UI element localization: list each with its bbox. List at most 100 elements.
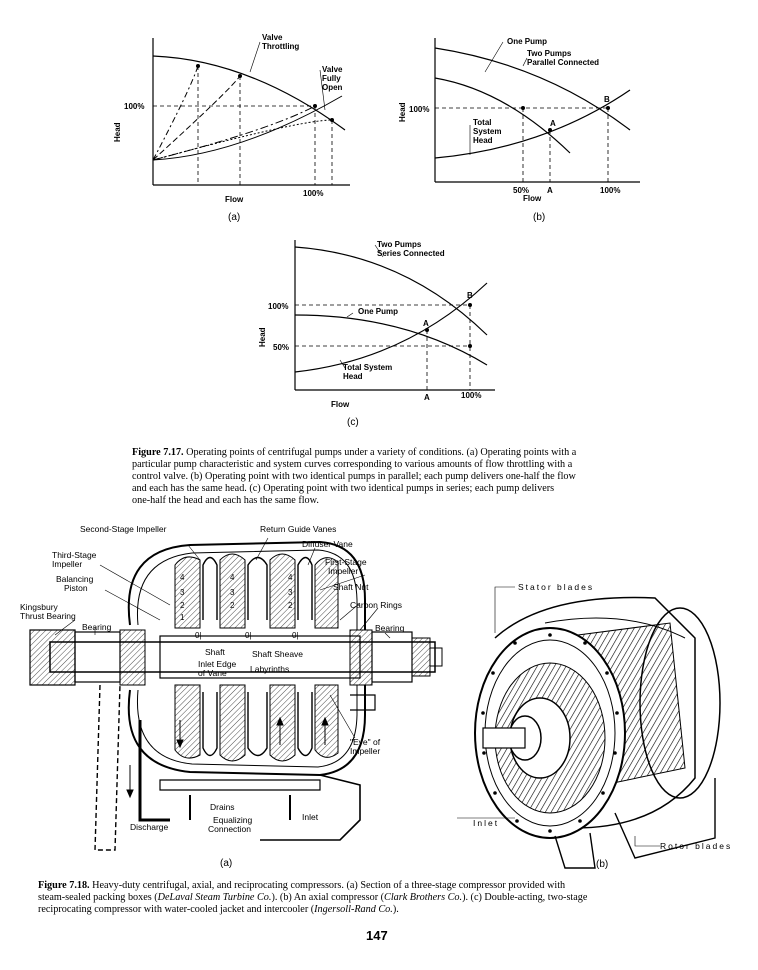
- first-stage-label-2: Impeller: [328, 566, 358, 576]
- point-a-label: A: [550, 119, 556, 128]
- eye-label-2: Impeller: [350, 746, 380, 756]
- point-b-label: B: [467, 291, 473, 300]
- total-system-label-3: Head: [473, 136, 493, 145]
- two-pumps-label-1: Two Pumps: [527, 49, 572, 58]
- total-system-label-1: Total: [473, 118, 492, 127]
- caption-italic: Clark Brothers Co.: [384, 892, 463, 903]
- caption-italic: DeLaval Steam Turbine Co.: [157, 892, 272, 903]
- point-b-label: B: [604, 95, 610, 104]
- caption-line: particular pump characteristic and syste…: [132, 459, 573, 470]
- equalizing-label-2: Connection: [208, 824, 251, 834]
- first-stage-label-1: First-Stage: [325, 557, 367, 567]
- two-pumps-label-1: Two Pumps: [377, 240, 422, 249]
- svg-text:3: 3: [288, 588, 293, 597]
- two-pumps-label-2: Parallel Connected: [527, 58, 599, 67]
- caption-text: steam-sealed packing boxes (: [38, 892, 158, 903]
- shaft-label: Shaft: [205, 647, 225, 657]
- total-system-label-2: System: [473, 127, 501, 136]
- y-axis-label: Head: [398, 102, 407, 122]
- balancing-label-2: Piston: [64, 583, 88, 593]
- eye-label-1: "Eye" of: [350, 737, 381, 747]
- inlet-label: Inlet: [473, 818, 499, 828]
- figure-7-17a: Valve Throttling Valve Fully Open 100% 1…: [113, 33, 350, 223]
- caption-text: reciprocating compressor with water-cool…: [38, 904, 315, 915]
- return-guide-vanes-label: Return Guide Vanes: [260, 524, 336, 534]
- discharge-label: Discharge: [130, 822, 169, 832]
- svg-text:3: 3: [230, 588, 235, 597]
- caption-line: control valve. (b) Operating point with …: [132, 471, 576, 482]
- diffuser-vane-label: Diffuser Vane: [302, 539, 353, 549]
- one-pump-label: One Pump: [358, 307, 398, 316]
- x-axis-label: Flow: [331, 400, 350, 409]
- svg-text:4: 4: [288, 573, 293, 582]
- labyrinths-label: Labyrinths: [250, 664, 289, 674]
- x-50-label: 50%: [513, 186, 529, 195]
- stator-blades-label: Stator blades: [518, 582, 594, 592]
- balancing-label-1: Balancing: [56, 574, 94, 584]
- x-100-label: 100%: [600, 186, 620, 195]
- kingsbury-label-1: Kingsbury: [20, 602, 59, 612]
- x-100-label: 100%: [303, 189, 323, 198]
- valve-throttling-label-1: Valve: [262, 33, 283, 42]
- valve-open-label-1: Valve: [322, 65, 343, 74]
- bearing-left-label: Bearing: [82, 622, 112, 632]
- drains-label: Drains: [210, 802, 235, 812]
- x-a-label: A: [424, 393, 430, 402]
- caption-label: Figure 7.17.: [132, 447, 184, 458]
- svg-text:2: 2: [180, 601, 185, 610]
- valve-throttling-label-2: Throttling: [262, 42, 299, 51]
- figure-7-17b: One Pump Two Pumps Parallel Connected To…: [398, 37, 640, 223]
- svg-text:4: 4: [180, 573, 185, 582]
- figure-7-17c: Two Pumps Series Connected One Pump Tota…: [258, 240, 495, 428]
- subfigure-label: (a): [220, 858, 232, 869]
- inlet-label: Inlet: [302, 812, 319, 822]
- equalizing-label-1: Equalizing: [213, 815, 252, 825]
- y-axis-label: Head: [113, 122, 122, 142]
- one-pump-label: One Pump: [507, 37, 547, 46]
- bearing-right-label: Bearing: [375, 623, 405, 633]
- point-a-label: A: [423, 319, 429, 328]
- second-stage-impeller-label: Second-Stage Impeller: [80, 524, 167, 534]
- x-axis-label: Flow: [225, 195, 244, 204]
- page-number: 147: [366, 928, 388, 943]
- total-system-label-1: Total System: [343, 363, 392, 372]
- figure-7-18-caption: Figure 7.18. Heavy-duty centrifugal, axi…: [38, 880, 738, 916]
- caption-line: Operating points of centrifugal pumps un…: [183, 447, 577, 458]
- kingsbury-label-2: Thrust Bearing: [20, 611, 76, 621]
- caption-italic: Ingersoll-Rand Co.: [314, 904, 393, 915]
- subfigure-label: (c): [347, 417, 359, 428]
- figure-7-17-caption: Figure 7.17. Operating points of centrif…: [132, 447, 632, 507]
- x-a-label: A: [547, 186, 553, 195]
- rotor-blades-label: Rotor blades: [660, 841, 732, 851]
- third-stage-label-2: Impeller: [52, 559, 82, 569]
- x-axis-label: Flow: [523, 194, 542, 203]
- valve-open-label-3: Open: [322, 83, 343, 92]
- carbon-rings-label: Carbon Rings: [350, 600, 402, 610]
- svg-text:4: 4: [230, 573, 235, 582]
- svg-text:2: 2: [288, 601, 293, 610]
- svg-text:2: 2: [230, 601, 235, 610]
- x-100-label: 100%: [461, 391, 481, 400]
- y-100-label: 100%: [268, 302, 288, 311]
- subfigure-label: (a): [228, 212, 240, 223]
- caption-line: and each has the same head. (c) Operatin…: [132, 483, 555, 494]
- caption-label: Figure 7.18.: [38, 880, 90, 891]
- y-axis-label: Head: [258, 327, 267, 347]
- subfigure-label: (b): [596, 859, 608, 870]
- inlet-edge-label-1: Inlet Edge: [198, 659, 237, 669]
- shaft-nut-label: Shaft Nut: [333, 582, 369, 592]
- figure-7-18b-axial-compressor: Stator blades Inlet Rotor blades (b): [457, 582, 732, 870]
- two-pumps-label-2: Series Connected: [377, 249, 445, 258]
- caption-text: ). (b) An axial compressor (: [271, 892, 385, 903]
- y-50-label: 50%: [273, 343, 289, 352]
- subfigure-label: (b): [533, 212, 545, 223]
- y-100-label: 100%: [124, 102, 144, 111]
- total-system-label-2: Head: [343, 372, 363, 381]
- third-stage-label-1: Third-Stage: [52, 550, 97, 560]
- caption-text: ).: [392, 904, 399, 915]
- caption-line: Heavy-duty centrifugal, axial, and recip…: [89, 880, 566, 891]
- inlet-edge-label-2: of Vane: [198, 668, 227, 678]
- shaft-sheave-label: Shaft Sheave: [252, 649, 303, 659]
- svg-text:3: 3: [180, 588, 185, 597]
